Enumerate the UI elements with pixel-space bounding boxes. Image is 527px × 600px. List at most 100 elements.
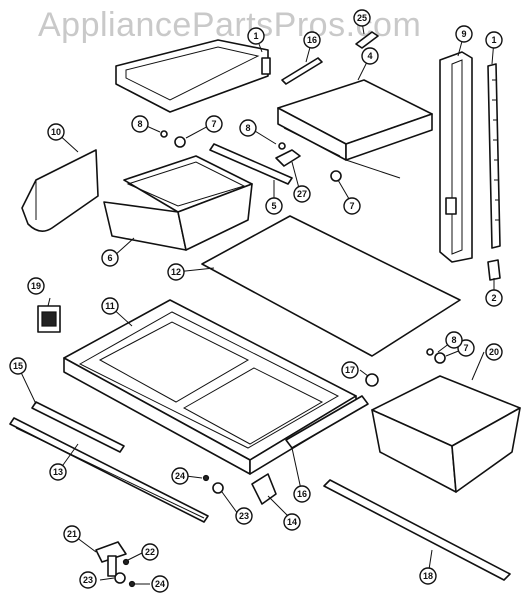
part-knob-17 [365,373,379,387]
svg-text:13: 13 [53,467,63,477]
part-vent-19 [37,305,61,333]
part-screw-22 [122,558,130,566]
svg-text:25: 25 [357,13,367,23]
callout-14: 14 [283,513,301,531]
svg-text:19: 19 [31,281,41,291]
callout-20: 20 [485,343,503,361]
callout-10: 10 [47,123,65,141]
part-trim-9 [439,51,473,263]
part-rod-16 [281,57,323,85]
part-frame-11 [63,299,357,475]
callout-4: 4 [361,47,379,65]
callout-24a: 24 [171,467,189,485]
part-hinge-21 [95,541,127,577]
callout-6: 6 [101,249,119,267]
callout-8b: 8 [239,119,257,137]
callout-22: 22 [141,543,159,561]
svg-text:2: 2 [491,293,496,303]
svg-text:7: 7 [463,343,468,353]
svg-text:27: 27 [297,189,307,199]
callout-7a: 7 [205,115,223,133]
svg-text:20: 20 [489,347,499,357]
svg-text:16: 16 [307,35,317,45]
callout-16b: 16 [293,485,311,503]
callout-21: 21 [63,525,81,543]
part-fastener-8c [426,348,434,356]
svg-text:16: 16 [297,489,307,499]
callout-23b: 23 [79,571,97,589]
part-fastener-7a [174,136,186,148]
svg-text:24: 24 [155,579,165,589]
callout-25: 25 [353,9,371,27]
callout-7b: 7 [343,197,361,215]
part-fastener-8a [160,130,168,138]
part-bar-5 [209,143,293,185]
part-trim-13 [9,417,209,523]
callout-13: 13 [49,463,67,481]
callout-8c: 8 [445,331,463,349]
callout-1b: 1 [485,31,503,49]
svg-text:15: 15 [13,361,23,371]
part-rail-1 [487,63,501,249]
part-bracket-14 [251,473,277,505]
callout-27: 27 [293,185,311,203]
part-shield-10 [21,149,99,232]
callout-15: 15 [9,357,27,375]
part-fastener-7c [434,352,446,364]
part-clip-27 [275,149,301,167]
callout-12: 12 [167,263,185,281]
svg-text:1: 1 [253,31,258,41]
callout-23a: 23 [235,507,253,525]
svg-text:11: 11 [105,301,115,311]
callout-11: 11 [101,297,119,315]
callout-19: 19 [27,277,45,295]
callout-2: 2 [485,289,503,307]
svg-text:10: 10 [51,127,61,137]
part-fastener-7b [330,170,342,182]
part-screw-24a [202,474,210,482]
svg-text:8: 8 [245,123,250,133]
svg-text:22: 22 [145,547,155,557]
svg-text:17: 17 [345,365,355,375]
callout-24b: 24 [151,575,169,593]
callout-7c: 7 [457,339,475,357]
part-strip-15 [31,401,125,453]
svg-text:8: 8 [137,119,142,129]
svg-text:21: 21 [67,529,77,539]
svg-text:23: 23 [83,575,93,585]
callout-5: 5 [265,197,283,215]
svg-text:18: 18 [423,571,433,581]
callout-18: 18 [419,567,437,585]
part-glass-12 [201,215,461,357]
svg-text:8: 8 [451,335,456,345]
svg-text:6: 6 [107,253,112,263]
part-fastener-8b [278,142,286,150]
svg-text:7: 7 [211,119,216,129]
part-drawer-6 [103,155,253,251]
part-bin-20 [371,375,521,493]
svg-text:23: 23 [239,511,249,521]
part-shelf-top [115,39,271,113]
svg-text:4: 4 [367,51,372,61]
callout-9: 9 [455,25,473,43]
svg-text:24: 24 [175,471,185,481]
svg-text:5: 5 [271,201,276,211]
svg-text:1: 1 [491,35,496,45]
part-shelf-4 [277,79,433,179]
svg-text:14: 14 [287,517,297,527]
svg-text:12: 12 [171,267,181,277]
callout-16a: 16 [303,31,321,49]
part-roller-23a [212,482,224,494]
part-clip-25 [355,31,379,49]
svg-text:9: 9 [461,29,466,39]
callout-1a: 1 [247,27,265,45]
svg-text:7: 7 [349,201,354,211]
part-roller-23b [114,572,126,584]
callout-8a: 8 [131,115,149,133]
callout-17: 17 [341,361,359,379]
part-roller-16 [285,395,369,449]
part-rail-18 [323,479,511,581]
part-screw-24b [128,580,136,588]
